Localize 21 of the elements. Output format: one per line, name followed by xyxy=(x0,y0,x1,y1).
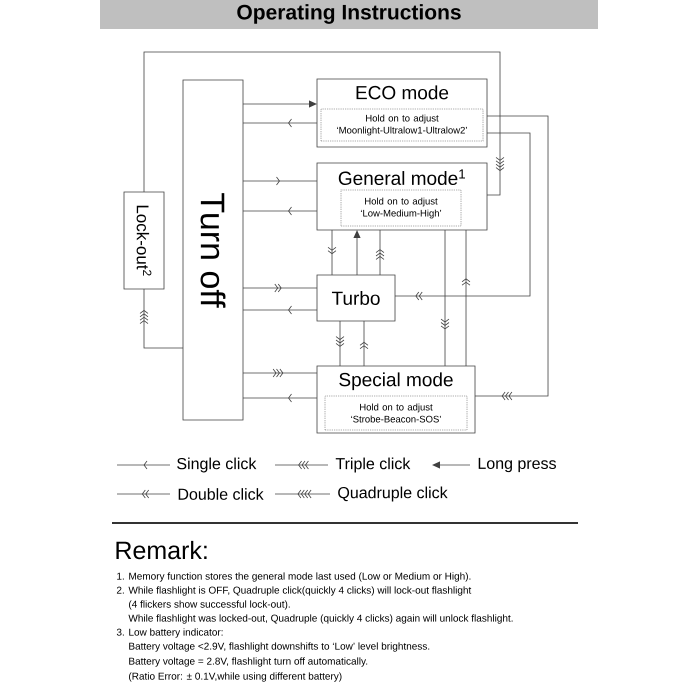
remark-line: While flashlight was locked-out, Quadruple (quickly 4 clicks) again will unlock flashlight. xyxy=(128,614,513,624)
remark-line: 3. Low battery indicator: xyxy=(116,628,223,638)
hint-box: Hold on to adjust ‘Strobe-Beacon-SOS’ xyxy=(324,396,468,430)
lock-out-box: Lock-out$^{2}$ xyxy=(124,192,164,290)
remark-line: Battery voltage <2.9V, flashlight downshifts to ‘Low’ level brightness. xyxy=(129,642,430,652)
remark-heading: Remark: xyxy=(116,540,207,560)
title-banner: Operating Instructions xyxy=(100,0,598,29)
hint-box: Hold on to adjust ‘Moonlight-Ultralow1-Ultralow2’ xyxy=(320,108,484,142)
legend-text: Single click xyxy=(177,458,256,472)
legend-text: Double click xyxy=(178,488,264,500)
remark-line: Battery voltage = 2.8V, flashlight turn off automatically. xyxy=(129,657,368,667)
remark-line: (Ratio Error: ± 0.1V,while using different battery) xyxy=(129,672,342,682)
turn-off-box: Turn off xyxy=(182,80,244,420)
legend-text: Long press xyxy=(478,458,556,472)
mode-box: Turbo xyxy=(316,274,396,322)
remark-line: 2. While flashlight is OFF, Quadruple click(quickly 4 clicks) will lock-out flashlight xyxy=(116,586,472,596)
remark-line: (4 flickers show successful lock-out). xyxy=(129,600,290,610)
remark-line: 1. Memory function stores the general mode last used (Low or Medium or High). xyxy=(117,572,470,582)
legend-text: Triple click xyxy=(336,458,410,472)
legend-text: Quadruple click xyxy=(338,486,448,502)
hint-box: Hold on to adjust ‘Low-Medium-High’ xyxy=(340,190,462,226)
